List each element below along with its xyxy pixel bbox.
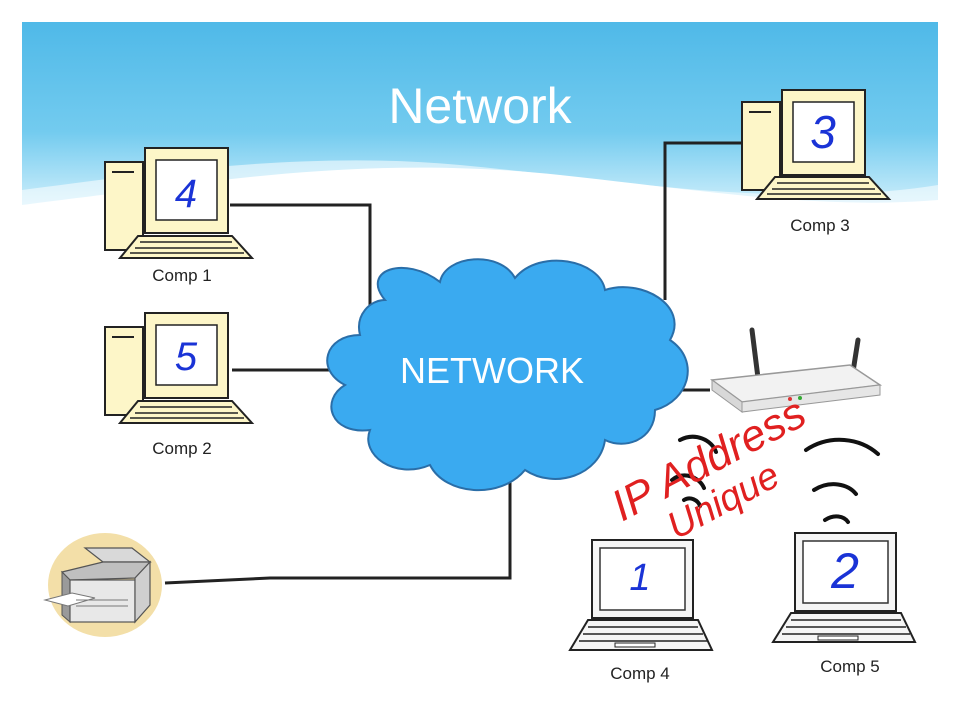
comp1-desktop[interactable]: 4 Comp 1 bbox=[104, 147, 255, 285]
printer-icon[interactable] bbox=[43, 533, 162, 637]
comp3-screen-number: 3 bbox=[810, 106, 836, 158]
comp2-desktop[interactable]: 5 Comp 2 bbox=[104, 312, 255, 458]
laptop-icon bbox=[771, 532, 917, 643]
comp3-label: Comp 3 bbox=[790, 216, 850, 235]
laptop-icon bbox=[568, 539, 714, 651]
slide-header: Network bbox=[22, 22, 938, 235]
comp5-label: Comp 5 bbox=[820, 657, 880, 676]
comp4-screen-number: 1 bbox=[629, 557, 650, 599]
comp2-screen-number: 5 bbox=[175, 335, 198, 379]
cloud-label: NETWORK bbox=[400, 350, 584, 391]
comp4-label: Comp 4 bbox=[610, 664, 670, 683]
network-cables bbox=[164, 141, 742, 585]
comp3-desktop[interactable]: 3 Comp 3 bbox=[741, 89, 892, 235]
desktop-computer-icon bbox=[741, 89, 892, 200]
comp5-laptop[interactable]: 2 Comp 5 bbox=[771, 532, 917, 676]
comp5-screen-number: 2 bbox=[830, 543, 859, 599]
slide-title: Network bbox=[388, 78, 572, 134]
desktop-computer-icon bbox=[104, 147, 255, 259]
cable-printer bbox=[164, 480, 512, 585]
wireless-router-icon[interactable] bbox=[709, 327, 883, 413]
comp1-label: Comp 1 bbox=[152, 266, 212, 285]
comp1-screen-number: 4 bbox=[175, 172, 197, 216]
network-cloud-icon: NETWORK bbox=[326, 258, 689, 491]
desktop-computer-icon bbox=[104, 312, 255, 424]
cable-comp1 bbox=[230, 203, 372, 310]
cable-comp3 bbox=[663, 141, 742, 300]
comp2-label: Comp 2 bbox=[152, 439, 212, 458]
wifi-waves-icon bbox=[670, 434, 880, 524]
comp4-laptop[interactable]: 1 Comp 4 bbox=[568, 539, 714, 683]
